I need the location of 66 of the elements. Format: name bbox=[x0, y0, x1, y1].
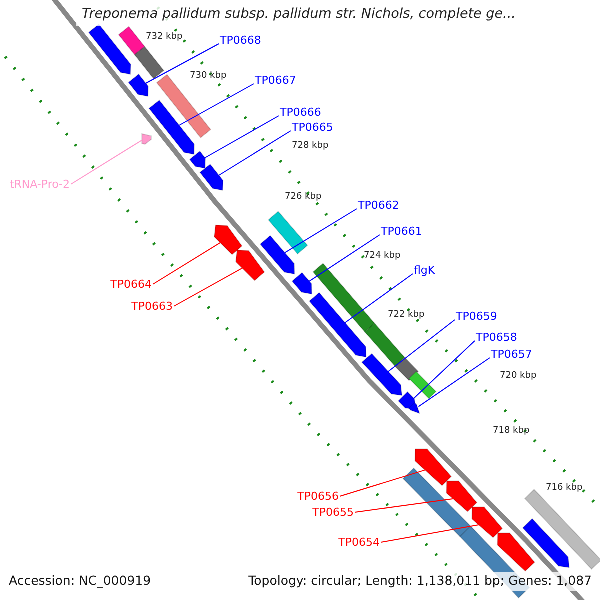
leader-line bbox=[218, 130, 292, 176]
gene-block bbox=[414, 448, 452, 486]
gene-block bbox=[522, 518, 570, 568]
scale-label: 726 kbp bbox=[285, 193, 322, 202]
leader-line bbox=[309, 234, 380, 282]
scale-label: 720 kbp bbox=[500, 372, 537, 381]
leader-line bbox=[174, 267, 244, 307]
scale-label: 732 kbp bbox=[146, 33, 183, 42]
gene-block bbox=[361, 353, 403, 396]
gene-block bbox=[142, 133, 152, 145]
leader-line bbox=[146, 44, 220, 84]
leader-line bbox=[354, 498, 456, 513]
gene-label: TP0668 bbox=[220, 35, 262, 46]
gene-block bbox=[308, 292, 367, 358]
gene-bar bbox=[118, 26, 146, 56]
gene-block bbox=[200, 164, 224, 192]
leader-line bbox=[178, 84, 254, 126]
gene-label: TP0667 bbox=[255, 75, 296, 86]
gene-block bbox=[189, 150, 206, 170]
scale-label: 718 kbp bbox=[493, 427, 530, 436]
scale-label: 730 kbp bbox=[190, 72, 227, 81]
gene-block bbox=[235, 250, 266, 282]
gene-block bbox=[497, 532, 536, 572]
gene-label: flgK bbox=[414, 265, 436, 276]
gene-bar bbox=[364, 322, 406, 368]
scale-label: 728 kbp bbox=[292, 142, 329, 151]
gene-bar bbox=[312, 262, 376, 333]
gene-block bbox=[472, 506, 504, 538]
leader-line bbox=[284, 208, 358, 254]
gene-block bbox=[260, 235, 296, 275]
gene-block bbox=[214, 224, 243, 256]
scale-label: 716 kbp bbox=[546, 484, 583, 493]
leader-line bbox=[340, 469, 428, 497]
gene-label: TP0665 bbox=[292, 122, 334, 133]
leader-line bbox=[152, 242, 222, 285]
scale-label: 722 kbp bbox=[388, 311, 425, 320]
gene-label: TP0657 bbox=[491, 349, 532, 360]
gene-bar bbox=[268, 210, 308, 255]
leader-line bbox=[204, 116, 280, 158]
leader-line bbox=[380, 524, 481, 543]
gene-label: TP0664 bbox=[110, 279, 152, 290]
gene-bar bbox=[402, 468, 472, 538]
leader-line bbox=[70, 140, 143, 185]
gene-label: TP0662 bbox=[358, 200, 400, 211]
gene-bar bbox=[408, 371, 437, 400]
leader-line bbox=[414, 340, 476, 399]
gene-label: TP0654 bbox=[338, 537, 380, 548]
gene-label: TP0663 bbox=[132, 301, 173, 312]
leader-line bbox=[344, 274, 414, 324]
gene-label: tRNA-Pro-2 bbox=[10, 179, 70, 190]
gene-block bbox=[88, 24, 132, 76]
gene-label: TP0658 bbox=[476, 332, 518, 343]
gene-block bbox=[408, 402, 421, 414]
leader-line bbox=[418, 358, 490, 408]
gene-label: TP0659 bbox=[456, 311, 498, 322]
leader-line bbox=[388, 320, 456, 372]
accession-text: Accession: NC_000919 bbox=[9, 575, 152, 588]
scale-label: 724 kbp bbox=[364, 252, 401, 261]
gene-block bbox=[148, 100, 195, 156]
gene-label: TP0666 bbox=[280, 107, 322, 118]
gene-block bbox=[128, 74, 149, 98]
gene-label: TP0661 bbox=[381, 226, 422, 237]
gene-bar bbox=[134, 46, 165, 80]
gene-label: TP0656 bbox=[298, 491, 339, 502]
gene-label: TP0655 bbox=[312, 507, 354, 518]
gene-block bbox=[446, 480, 478, 512]
